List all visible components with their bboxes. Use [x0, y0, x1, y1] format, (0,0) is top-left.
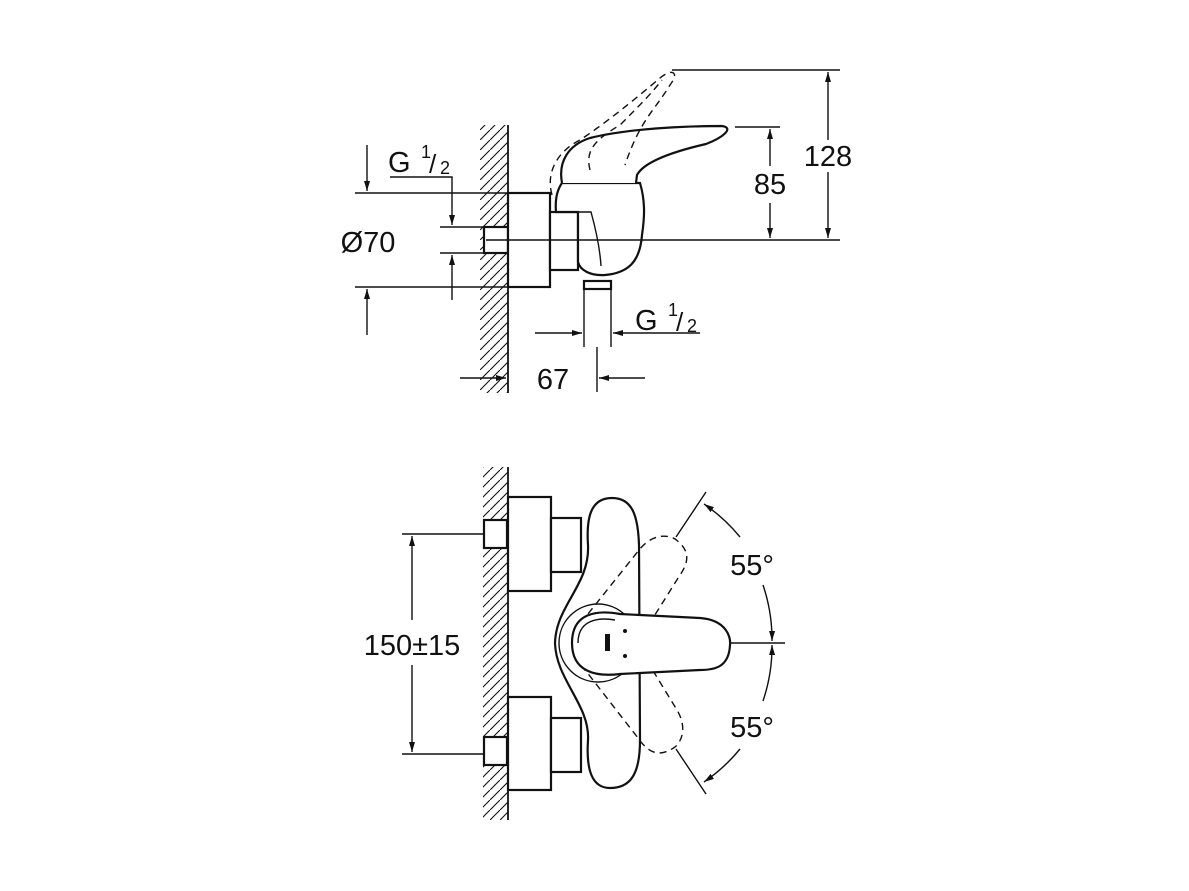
indicator-dot-hot — [623, 629, 627, 633]
indicator-dot-cold — [623, 654, 627, 658]
mixer-body — [554, 181, 646, 277]
thread-num: 1 — [421, 142, 431, 162]
thread-num: 1 — [668, 300, 678, 320]
connector-upper — [549, 516, 583, 574]
temperature-indicator — [605, 634, 610, 651]
dim-150-label: 150±15 — [364, 630, 461, 662]
thread-outlet-label: G 1 / 2 — [635, 300, 697, 337]
dim-128-label: 128 — [804, 141, 852, 173]
connector — [548, 210, 580, 272]
thread-base: G — [635, 305, 658, 337]
dim-67-label: 67 — [537, 364, 569, 396]
flange-lower — [506, 695, 553, 792]
lever-closed — [560, 124, 729, 184]
dim-85-label: 85 — [754, 169, 786, 201]
thread-top-label: G 1 / 2 — [388, 142, 450, 179]
outlet-nut — [582, 279, 613, 291]
thread-den: 2 — [687, 316, 697, 336]
arc-angle-down-b — [703, 748, 741, 783]
arc-angle-down-a — [762, 644, 776, 702]
lever-handle — [570, 611, 732, 676]
body-detail — [578, 211, 602, 267]
front-view: 150±15 55° 55° — [364, 467, 785, 820]
diameter-label: Ø70 — [341, 227, 396, 259]
side-view: 128 85 Ø70 G 1 / 2 G 1 / 2 67 — [341, 69, 852, 396]
ext-line-angle-up — [675, 491, 707, 538]
flange-upper — [506, 495, 553, 593]
inlet-stub-upper — [482, 518, 509, 550]
lever-open-dashed-inner — [588, 79, 663, 171]
lever-open-dashed — [549, 71, 676, 196]
ext-line-angle-down — [675, 748, 707, 795]
fraction-slash: / — [676, 307, 684, 337]
thread-den: 2 — [440, 158, 450, 178]
thread-top-leader — [390, 176, 455, 225]
arc-angle-up-a — [703, 503, 741, 538]
thread-base: G — [388, 147, 411, 179]
arc-angle-up-b — [762, 584, 776, 642]
handle-detail — [577, 618, 616, 644]
angle-up-label: 55° — [730, 550, 774, 582]
wall-hatching — [480, 125, 508, 393]
fraction-slash: / — [429, 149, 437, 179]
inlet-stub-lower — [482, 735, 509, 767]
connector-lower — [549, 716, 583, 774]
angle-down-label: 55° — [730, 712, 774, 744]
